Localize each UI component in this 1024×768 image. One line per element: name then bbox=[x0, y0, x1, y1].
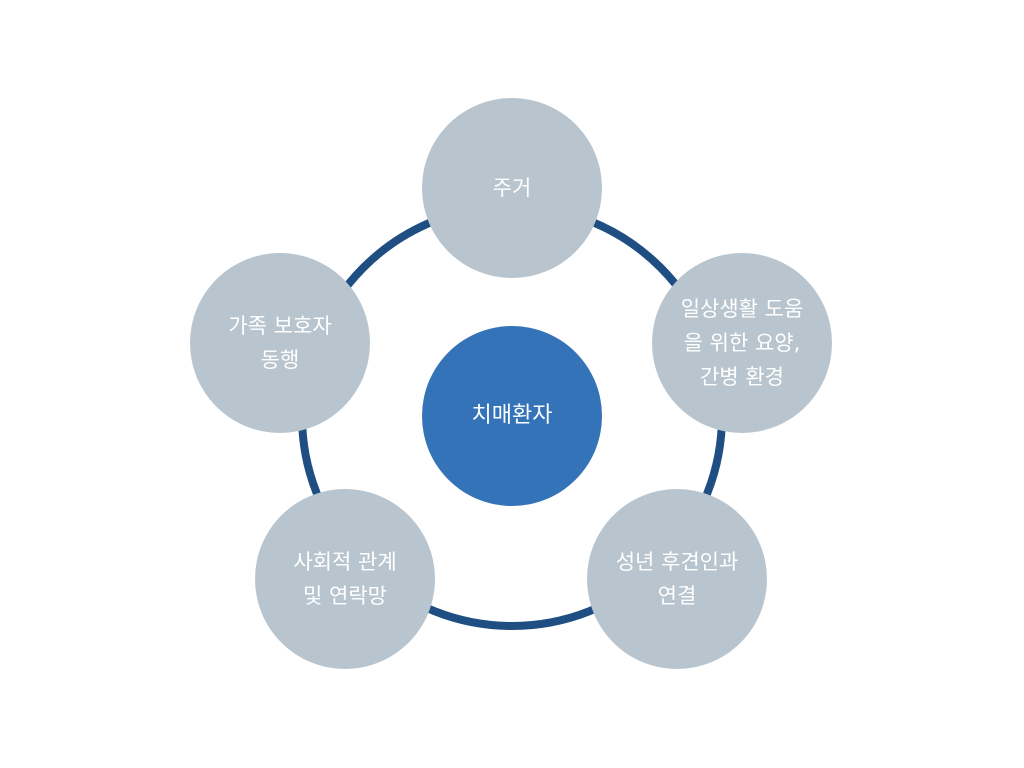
node-daily-care-label-3: 간병 환경 bbox=[700, 365, 784, 389]
node-adult-guardian-label-2: 연결 bbox=[657, 584, 697, 608]
node-adult-guardian-label-1: 성년 후견인과 bbox=[615, 550, 739, 574]
node-daily-care-label-2: 을 위한 요양, bbox=[683, 331, 801, 355]
node-adult-guardian-link: 성년 후견인과 연결 bbox=[587, 489, 767, 669]
node-family-guardian-label-2: 동행 bbox=[260, 348, 300, 372]
node-social-network: 사회적 관계 및 연락망 bbox=[255, 489, 435, 669]
node-family-guardian: 가족 보호자 동행 bbox=[190, 253, 370, 433]
node-housing-label-1: 주거 bbox=[492, 176, 532, 200]
node-daily-care-environment: 일상생활 도움 을 위한 요양, 간병 환경 bbox=[652, 253, 832, 433]
node-housing: 주거 bbox=[422, 98, 602, 278]
node-daily-care-label-1: 일상생활 도움 bbox=[680, 297, 804, 321]
center-node-label: 치매환자 bbox=[471, 403, 553, 428]
node-family-guardian-label-1: 가족 보호자 bbox=[228, 314, 332, 338]
center-node-dementia-patient: 치매환자 bbox=[422, 326, 602, 506]
node-social-network-label-2: 및 연락망 bbox=[303, 584, 387, 608]
node-social-network-label-1: 사회적 관계 bbox=[293, 550, 397, 574]
